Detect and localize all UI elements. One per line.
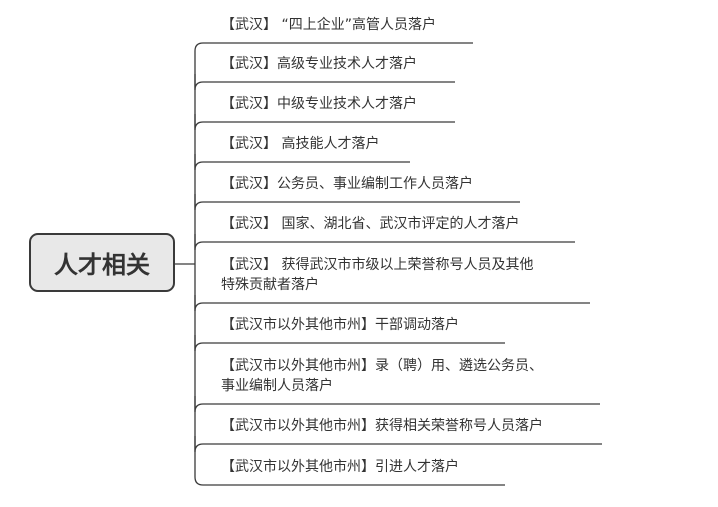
topic-underline <box>194 436 602 453</box>
topic-underline <box>194 234 575 251</box>
topic-label-line: 【武汉市以外其他市州】获得相关荣誉称号人员落户 <box>221 418 543 434</box>
topic-item[interactable]: 【武汉】高级专业技术人才落户 <box>221 54 417 74</box>
topic-underline <box>194 154 410 171</box>
topic-underline <box>194 295 590 312</box>
root-topic-label: 人才相关 <box>54 251 150 279</box>
topic-label-line: 【武汉】 高技能人才落户 <box>221 136 380 152</box>
topic-item[interactable]: 【武汉市以外其他市州】干部调动落户 <box>221 315 459 335</box>
topic-label-line: 【武汉】 获得武汉市市级以上荣誉称号人员及其他 <box>221 257 534 273</box>
topic-underline <box>194 335 505 352</box>
topic-item[interactable]: 【武汉】 国家、湖北省、武汉市评定的人才落户 <box>221 214 519 234</box>
topic-label-line: 【武汉】公务员、事业编制工作人员落户 <box>221 176 473 192</box>
topic-label-line: 【武汉】 国家、湖北省、武汉市评定的人才落户 <box>221 216 520 232</box>
topic-item[interactable]: 【武汉市以外其他市州】获得相关荣誉称号人员落户 <box>221 416 543 436</box>
topic-item[interactable]: 【武汉市以外其他市州】录（聘）用、遴选公务员、事业编制人员落户 <box>221 356 543 396</box>
topic-item[interactable]: 【武汉】中级专业技术人才落户 <box>221 94 417 114</box>
topic-label-line: 【武汉】 “四上企业”高管人员落户 <box>221 17 436 33</box>
topic-underline <box>194 114 455 131</box>
topic-label-line: 【武汉】中级专业技术人才落户 <box>221 96 417 112</box>
root-topic[interactable]: 人才相关 <box>29 233 175 292</box>
topic-underline <box>194 74 455 91</box>
topic-item[interactable]: 【武汉】 获得武汉市市级以上荣誉称号人员及其他特殊贡献者落户 <box>221 255 533 295</box>
topic-underline <box>194 476 505 486</box>
topic-label-line: 【武汉】高级专业技术人才落户 <box>221 56 417 72</box>
topic-underline <box>194 396 600 413</box>
topic-item[interactable]: 【武汉】公务员、事业编制工作人员落户 <box>221 174 473 194</box>
topic-underline <box>194 42 473 52</box>
topic-item[interactable]: 【武汉】 “四上企业”高管人员落户 <box>221 15 436 35</box>
topic-label-line: 【武汉市以外其他市州】干部调动落户 <box>221 317 459 333</box>
topic-label-line: 特殊贡献者落户 <box>221 277 319 293</box>
topic-underline <box>194 194 520 211</box>
topic-label-line: 【武汉市以外其他市州】录（聘）用、遴选公务员、 <box>221 358 543 374</box>
topic-item[interactable]: 【武汉】 高技能人才落户 <box>221 134 379 154</box>
topic-label-line: 【武汉市以外其他市州】引进人才落户 <box>221 459 459 475</box>
topic-item[interactable]: 【武汉市以外其他市州】引进人才落户 <box>221 457 459 477</box>
topic-label-line: 事业编制人员落户 <box>221 378 333 394</box>
